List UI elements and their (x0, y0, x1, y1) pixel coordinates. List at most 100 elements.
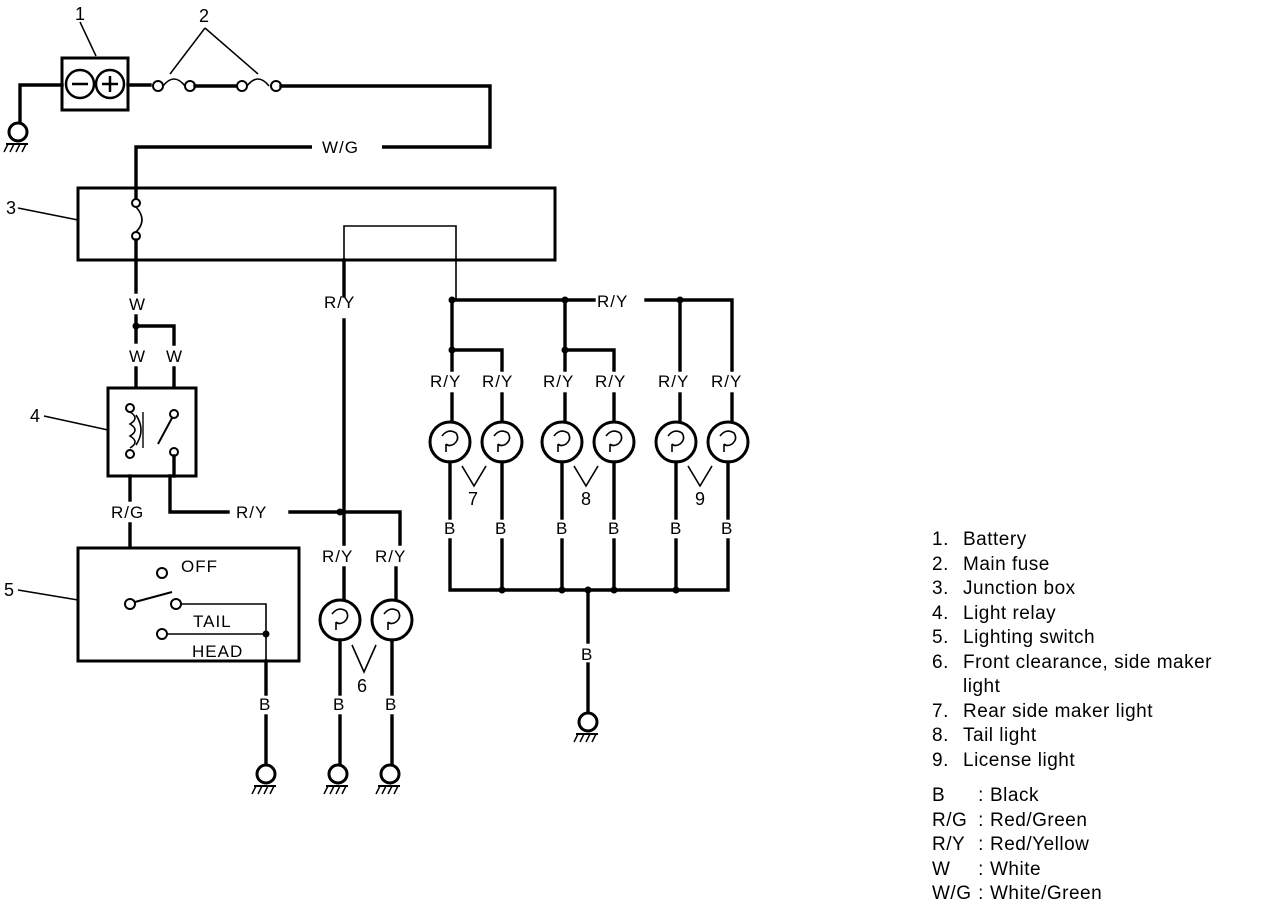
svg-text:R/Y: R/Y (658, 372, 689, 391)
color-code: R/G (932, 809, 968, 831)
component-number-9: 9 (695, 489, 705, 509)
color-code-separator: : (978, 809, 984, 831)
ground-symbol (572, 711, 600, 744)
svg-text:R/Y: R/Y (324, 293, 355, 312)
color-code-name: Red/Yellow (990, 834, 1090, 855)
switch-label-tail: TAIL (193, 612, 232, 631)
legend-item: 8.Tail light (932, 724, 1212, 749)
legend-item: 7. Rear side maker light (932, 700, 1212, 725)
svg-text:B: B (333, 695, 345, 714)
relay-coil-icon (125, 403, 144, 459)
ground-symbol (2, 121, 30, 154)
component-number-7: 7 (468, 489, 478, 509)
legend-item-number: 1. (932, 529, 949, 550)
bulb-icon (654, 420, 698, 464)
svg-text:B: B (721, 519, 733, 538)
svg-text:R/Y: R/Y (430, 372, 461, 391)
bulb-icon (592, 420, 636, 464)
legend-item-number: 7. (932, 700, 949, 722)
component-number-5: 5 (4, 580, 14, 600)
color-code-name: Black (990, 785, 1039, 806)
svg-text:R/Y: R/Y (375, 547, 406, 566)
switch-label-off: OFF (181, 557, 218, 576)
color-code: B (932, 785, 946, 806)
legend-item: 1. Battery (932, 528, 1212, 553)
color-code-name: White (990, 858, 1042, 880)
svg-text:R/Y: R/Y (322, 547, 353, 566)
svg-text:W: W (166, 347, 183, 366)
bulb-icon (540, 420, 584, 464)
main-wire (134, 84, 492, 190)
switch-tail-line (181, 603, 267, 660)
color-code-item: W/G: White/Green (932, 882, 1102, 907)
color-code-item: R/G: Red/Green (932, 809, 1102, 834)
component-number-8: 8 (581, 489, 591, 509)
bulb-icon (706, 420, 750, 464)
legend-item-text: License light (963, 749, 1076, 771)
ground-symbol (250, 763, 278, 796)
bulb-icon (480, 420, 524, 464)
color-code-separator: : (978, 883, 984, 904)
svg-text:R/Y: R/Y (597, 292, 628, 311)
junction-fuse (131, 186, 143, 262)
legend-item-number: 5. (932, 627, 949, 648)
svg-text:B: B (444, 519, 456, 538)
svg-text:B: B (385, 695, 397, 714)
svg-text:W: W (129, 295, 146, 314)
legend-item: 9.License light (932, 749, 1212, 774)
color-code: W/G (932, 883, 972, 904)
legend-item-text: Rear side maker light (963, 700, 1154, 722)
wire-label-wg: W/G (312, 137, 382, 157)
svg-text:B: B (608, 519, 620, 538)
legend-item: 2. Main fuse (932, 553, 1212, 578)
color-code: W (932, 858, 951, 880)
light-relay (106, 386, 198, 478)
legend-item-text: Main fuse (963, 553, 1050, 575)
legend-item: 6. Front clearance, side maker (932, 651, 1212, 676)
battery-wiring (18, 83, 152, 124)
wire-labels: W W W R/G R/Y R/Y R/Y R/Y R/Y R/Y R/Y R/… (111, 292, 741, 714)
color-code-separator: : (978, 858, 984, 880)
component-number-2: 2 (199, 6, 209, 26)
relay-contact-icon (157, 409, 179, 457)
legend-item-text: Battery (963, 529, 1027, 550)
svg-text:W: W (129, 347, 146, 366)
junction-box (76, 186, 557, 262)
color-code-item: B:Black (932, 784, 1102, 809)
legend-item: 3.Junction box (932, 577, 1212, 602)
legend-item-number: 2. (932, 553, 949, 575)
component-number-1: 1 (75, 4, 85, 24)
color-code-name: White/Green (990, 883, 1103, 904)
ground-symbol (374, 763, 402, 796)
bulb-icon (370, 598, 414, 642)
legend-item-number: 8. (932, 725, 949, 746)
svg-text:W/G: W/G (322, 138, 359, 157)
svg-text:B: B (259, 695, 271, 714)
legend-item-text: Front clearance, side maker (963, 651, 1212, 673)
ground-symbol (322, 763, 350, 796)
legend-item: 4. Light relay (932, 602, 1212, 627)
svg-text:R/Y: R/Y (482, 372, 513, 391)
component-number-6: 6 (357, 676, 367, 696)
legend-item-number: 6. (932, 651, 949, 673)
svg-text:R/G: R/G (111, 503, 144, 522)
legend-item-text: Light relay (963, 602, 1057, 624)
legend-item-text: Lighting switch (963, 627, 1096, 648)
svg-text:R/Y: R/Y (236, 503, 267, 522)
svg-text:B: B (670, 519, 682, 538)
svg-text:B: B (581, 645, 593, 664)
color-code-item: R/Y:Red/Yellow (932, 833, 1102, 858)
battery (60, 56, 130, 112)
color-code-separator: : (978, 834, 984, 855)
legend-item-number: 3. (932, 578, 949, 599)
component-number-3: 3 (6, 198, 16, 218)
svg-text:B: B (495, 519, 507, 538)
svg-text:B: B (556, 519, 568, 538)
legend-item: 5. Lighting switch (932, 626, 1212, 651)
legend-item-number: 4. (932, 602, 949, 624)
bulb-icon (318, 598, 362, 642)
color-code-name: Red/Green (990, 809, 1088, 831)
